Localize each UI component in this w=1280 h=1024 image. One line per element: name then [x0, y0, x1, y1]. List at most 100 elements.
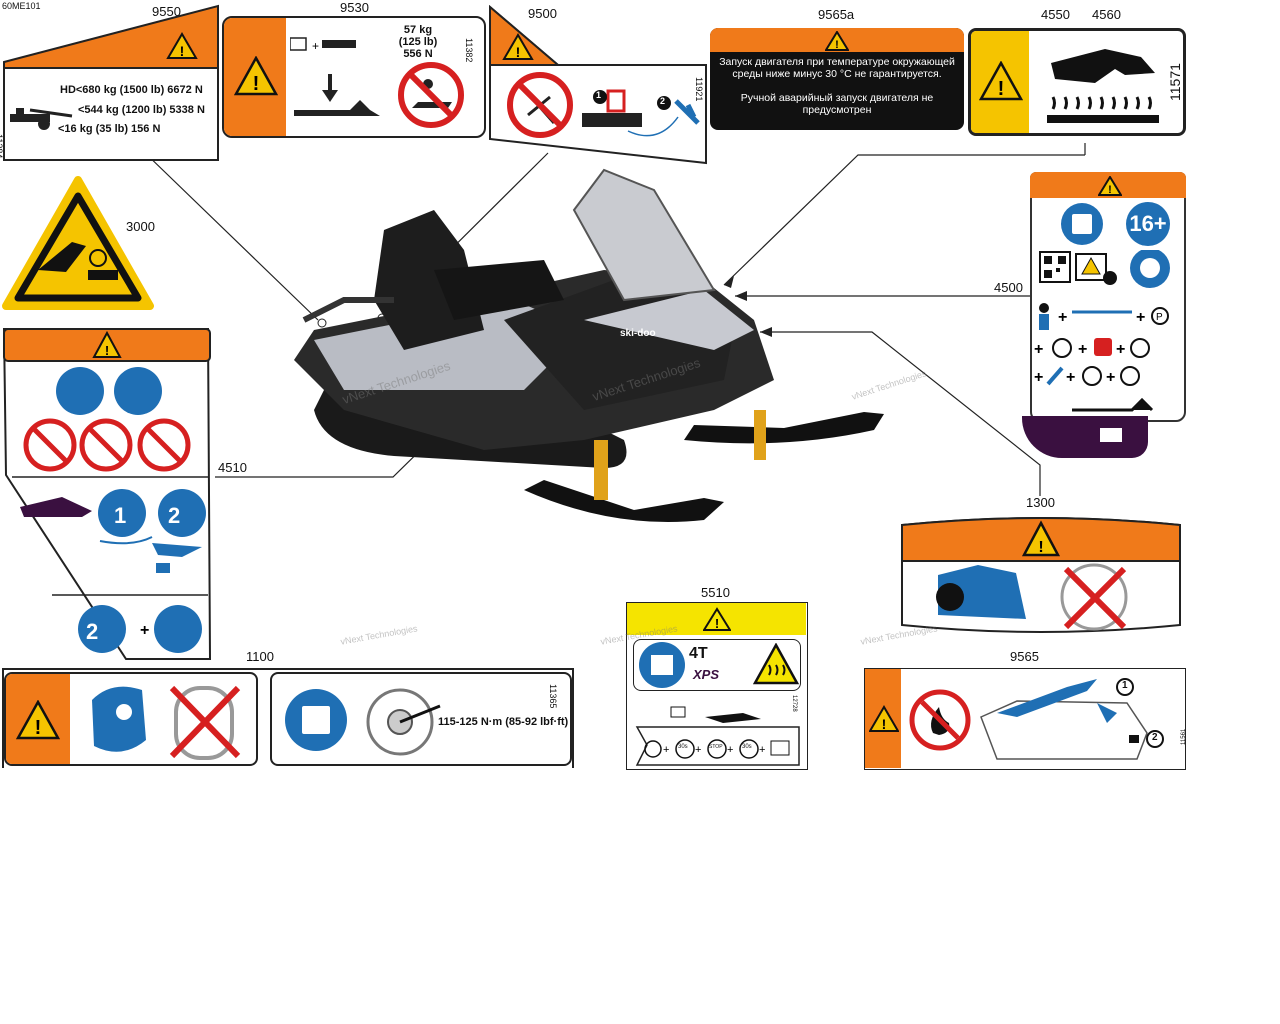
label-9550-code: 11384 — [0, 134, 4, 159]
callout-5510: 5510 — [701, 585, 730, 600]
svg-text:+: + — [727, 744, 733, 756]
label-9565-step2: 2 — [1152, 732, 1158, 743]
label-5510-time2: 30s — [742, 744, 752, 750]
label-1100-frame — [2, 668, 574, 768]
snowmobile-icon — [20, 497, 92, 517]
age-16-plus-icon: 16+ — [1126, 202, 1170, 246]
svg-text:+: + — [663, 744, 669, 756]
callout-9530: 9530 — [340, 0, 369, 15]
svg-text:!: ! — [882, 716, 887, 732]
svg-text:+: + — [140, 622, 149, 639]
label-9565-code: 11561 — [1181, 728, 1187, 745]
leader-9550 — [139, 147, 319, 321]
svg-text:+: + — [1116, 341, 1125, 358]
label-9565a-text1: Запуск двигателя при температуре окружаю… — [719, 56, 955, 80]
label-9565a-text2: Ручной аварийный запуск двигателя не пре… — [740, 92, 934, 116]
label-9530-weight-lb: (125 lb) — [398, 36, 438, 48]
svg-text:+: + — [1034, 341, 1043, 358]
label-1300: ! — [898, 515, 1184, 635]
helmet-icon — [56, 367, 104, 415]
label-9530-code: 11382 — [464, 38, 474, 63]
label-4550: ! 11571 — [968, 28, 1186, 136]
no-pulley-guard-icon — [169, 685, 241, 760]
fuel-cap-procedure-icon — [980, 678, 1164, 760]
warning-icon — [166, 32, 198, 59]
label-4510-two-riders: 2 — [168, 503, 181, 528]
label-9500: ! 1 2 11921 — [488, 5, 710, 165]
callout-9565a: 9565a — [818, 7, 855, 22]
svg-text:+: + — [1136, 309, 1145, 326]
callout-4510: 4510 — [218, 460, 247, 475]
diagram-id: 60ME101 — [2, 1, 41, 11]
warning-icon: ! — [825, 31, 849, 51]
label-9530-weight-kg: 57 kg — [403, 24, 433, 36]
label-4550-code: 11571 — [1167, 63, 1183, 101]
callout-4550: 4550 — [1041, 7, 1070, 22]
label-9565: ! 1 2 11561 — [864, 668, 1187, 770]
sled-load-icon: + — [290, 37, 380, 116]
svg-text:+: + — [1066, 369, 1075, 386]
arrow-head-4500 — [735, 291, 747, 301]
label-9550-line3: <16 kg (35 lb) 156 N — [58, 123, 161, 135]
svg-text:!: ! — [1108, 184, 1112, 196]
label-9530-force: 556 N — [403, 48, 433, 60]
svg-text:+: + — [695, 744, 701, 756]
warning-icon: ! — [869, 705, 899, 732]
label-5510-code: 12728 — [791, 695, 797, 712]
svg-text:!: ! — [35, 717, 42, 739]
label-9500-step2: 2 — [660, 96, 666, 106]
svg-text:+: + — [1034, 369, 1043, 386]
label-5510-oil-type: 4T — [689, 645, 708, 662]
warning-icon: ! — [703, 607, 731, 631]
snowmobile-illustration: ski-doo — [294, 168, 884, 522]
svg-text:!: ! — [1038, 539, 1043, 556]
svg-text:!: ! — [253, 73, 260, 95]
label-1100-right: 115-125 N·m (85-92 lbf·ft) 11365 — [270, 672, 572, 766]
svg-text:+: + — [312, 39, 319, 53]
label-9500-code: 11921 — [694, 77, 704, 102]
warning-icon: ! — [979, 61, 1023, 101]
label-4510: ! + 1 2 2 — [2, 325, 212, 663]
step2-badge — [657, 96, 671, 110]
svg-text:!: ! — [105, 343, 109, 358]
callout-3000: 3000 — [126, 219, 155, 234]
label-9550-line2: <544 kg (1200 lb) 5338 N — [78, 104, 205, 116]
label-9550-line1: HD<680 kg (1500 lb) 6672 N — [60, 84, 203, 96]
svg-text:+: + — [1078, 341, 1087, 358]
label-1100-torque: 115-125 N·m (85-92 lbf·ft) — [438, 716, 569, 728]
label-4510-one-rider: 1 — [114, 503, 127, 528]
read-manual-icon — [639, 642, 685, 688]
label-9550: ! HD<680 kg (1500 lb) 6672 N <544 kg (12… — [0, 4, 220, 164]
label-5510-brand: XPS — [693, 667, 720, 682]
label-5510-time1: 30s — [678, 744, 688, 750]
callout-1100: 1100 — [246, 649, 274, 664]
hot-surface-icon — [753, 643, 799, 685]
label-9565a: ! Запуск двигателя при температуре окруж… — [710, 28, 964, 130]
warning-icon: ! — [16, 700, 60, 740]
svg-text:+: + — [759, 744, 765, 756]
leader-1300 — [760, 331, 1041, 496]
label-5510-oil-box — [633, 639, 801, 691]
label-5510-stop: STOP — [709, 744, 723, 750]
warning-icon — [502, 33, 534, 60]
hand-crush-icon — [38, 242, 86, 272]
leader-4550-b — [723, 154, 1085, 286]
warm-up-procedure-icons: + + + + — [635, 706, 800, 766]
read-manual-icon — [285, 689, 347, 751]
svg-text:+: + — [1058, 309, 1067, 326]
svg-text:+: + — [1106, 369, 1115, 386]
clutch-icon — [1060, 563, 1128, 631]
warning-icon: ! — [234, 56, 278, 96]
svg-text:!: ! — [998, 78, 1005, 100]
label-3000 — [2, 176, 154, 310]
gloves-icon — [114, 367, 162, 415]
svg-text:!: ! — [180, 43, 185, 59]
svg-text:!: ! — [715, 616, 719, 631]
label-4500-bottom-strip — [1022, 416, 1148, 458]
label-1100-code: 11365 — [548, 684, 558, 709]
callout-9565: 9565 — [1010, 649, 1039, 664]
label-5510: ! 4T XPS + + + + 30s STOP 30s 12728 — [626, 602, 808, 770]
label-4500-tag — [1100, 428, 1122, 442]
svg-text:!: ! — [516, 44, 521, 60]
callout-1300: 1300 — [1026, 495, 1055, 510]
